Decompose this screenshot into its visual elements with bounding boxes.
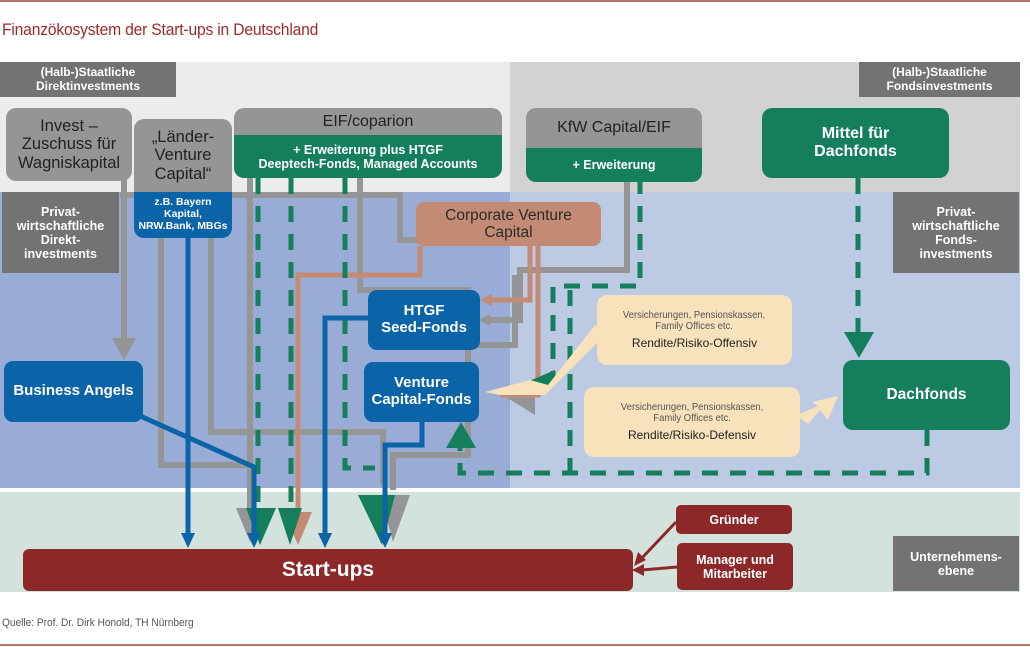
laender-vc-title: „Länder- Venture Capital“ [134,119,232,192]
flow-laender-left [158,236,248,468]
node-gruender: Gründer [676,505,792,534]
zone-label-private-direct: Privat- wirtschaftliche Direkt- investme… [2,192,119,273]
arrowhead-invest-angels [112,338,136,360]
source-note: Quelle: Prof. Dr. Dirk Honold, TH Nürnbe… [2,617,194,629]
node-eif-coparion: EIF/coparion + Erweiterung plus HTGF Dee… [234,108,502,178]
node-corporate-vc: Corporate Venture Capital [416,202,601,246]
laender-vc-examples: z.B. Bayern Kapital, NRW.Bank, MBGs [134,192,232,238]
node-laender-vc: „Länder- Venture Capital“ z.B. Bayern Ka… [134,119,232,238]
arrowhead-green-vc [446,422,476,448]
zone-label-company: Unternehmens- ebene [893,536,1019,591]
kfw-eif-title: KfW Capital/EIF [526,108,702,148]
node-business-angels: Business Angels [4,361,143,422]
flow-vc-to-startups [382,420,425,535]
zone-label-state-funds: (Halb-)Staatliche Fondsinvestments [859,62,1020,97]
red-flow-lines [638,520,678,572]
page-title: Finanzökosystem der Start-ups in Deutsch… [2,20,319,39]
beige-flow-lines [485,325,838,424]
flow-eif-dashed-3 [342,178,375,471]
node-dachfonds: Dachfonds [843,360,1010,430]
flow-manager-to-startups [641,565,678,572]
node-startups: Start-ups [23,549,633,591]
green-dashed-lines [255,178,930,510]
node-invest: Invest – Zuschuss für Wagniskapital [6,108,132,181]
blue-flow-lines [136,236,425,535]
arrowhead-blue-4 [378,533,392,548]
arrowhead-gruender [634,552,646,566]
eif-coparion-title: EIF/coparion [234,108,502,135]
arrowhead-blue-3 [318,533,332,548]
arrowhead-green-dachfonds [844,332,874,358]
flow-offensive-to-vc [485,325,605,395]
arrowhead-brown-htgf [480,294,492,306]
node-investors-offensive: Versicherungen, Pensionskassen, Family O… [597,295,792,365]
arrowhead-gray-htgf [478,314,490,326]
eif-coparion-extension: + Erweiterung plus HTGF Deeptech-Fonds, … [234,135,502,178]
arrowhead-green-startups-2 [278,508,302,545]
investors-offensive-strategy: Rendite/Risiko-Offensiv [631,336,758,351]
node-htgf-seed: HTGF Seed-Fonds [368,290,480,350]
investors-offensive-text: Versicherungen, Pensionskassen, Family O… [623,308,766,333]
zone-label-private-funds: Privat- wirtschaftliche Fonds- investmen… [893,192,1019,273]
top-rule [0,0,1030,2]
red-arrowheads [632,552,646,576]
kfw-eif-extension: + Erweiterung [526,148,702,182]
node-mittel-dachfonds: Mittel für Dachfonds [762,108,949,178]
investors-defensive-text: Versicherungen, Pensionskassen, Family O… [620,400,764,425]
flow-cvc-to-startups [295,246,423,515]
flow-kfw-dashed [550,178,643,380]
flow-cvc-to-htgf [490,246,533,303]
arrowhead-manager [632,564,644,576]
flow-htgf-to-startups [322,315,370,535]
arrowhead-blue-1 [181,533,195,548]
flow-top-horizontal [120,192,420,243]
flow-gruender-to-startups [638,520,678,562]
node-kfw-eif: KfW Capital/EIF + Erweiterung [526,108,702,182]
node-manager: Manager und Mitarbeiter [677,543,793,590]
arrowhead-blue-2 [247,533,261,548]
node-investors-defensive: Versicherungen, Pensionskassen, Family O… [584,387,800,457]
flow-defensive-to-dachfonds [800,396,838,424]
arrowhead-gray-vc [498,392,535,415]
bottom-rule [0,644,1030,646]
blue-arrowheads [181,533,392,548]
node-vc-fonds: Venture Capital-Fonds [364,362,479,422]
investors-defensive-strategy: Rendite/Risiko-Defensiv [627,428,757,443]
flow-kfw-to-htgf [490,178,630,323]
zone-label-state-direct: (Halb-)Staatliche Direktinvestments [0,62,176,97]
flow-angels-to-startups [136,412,257,535]
